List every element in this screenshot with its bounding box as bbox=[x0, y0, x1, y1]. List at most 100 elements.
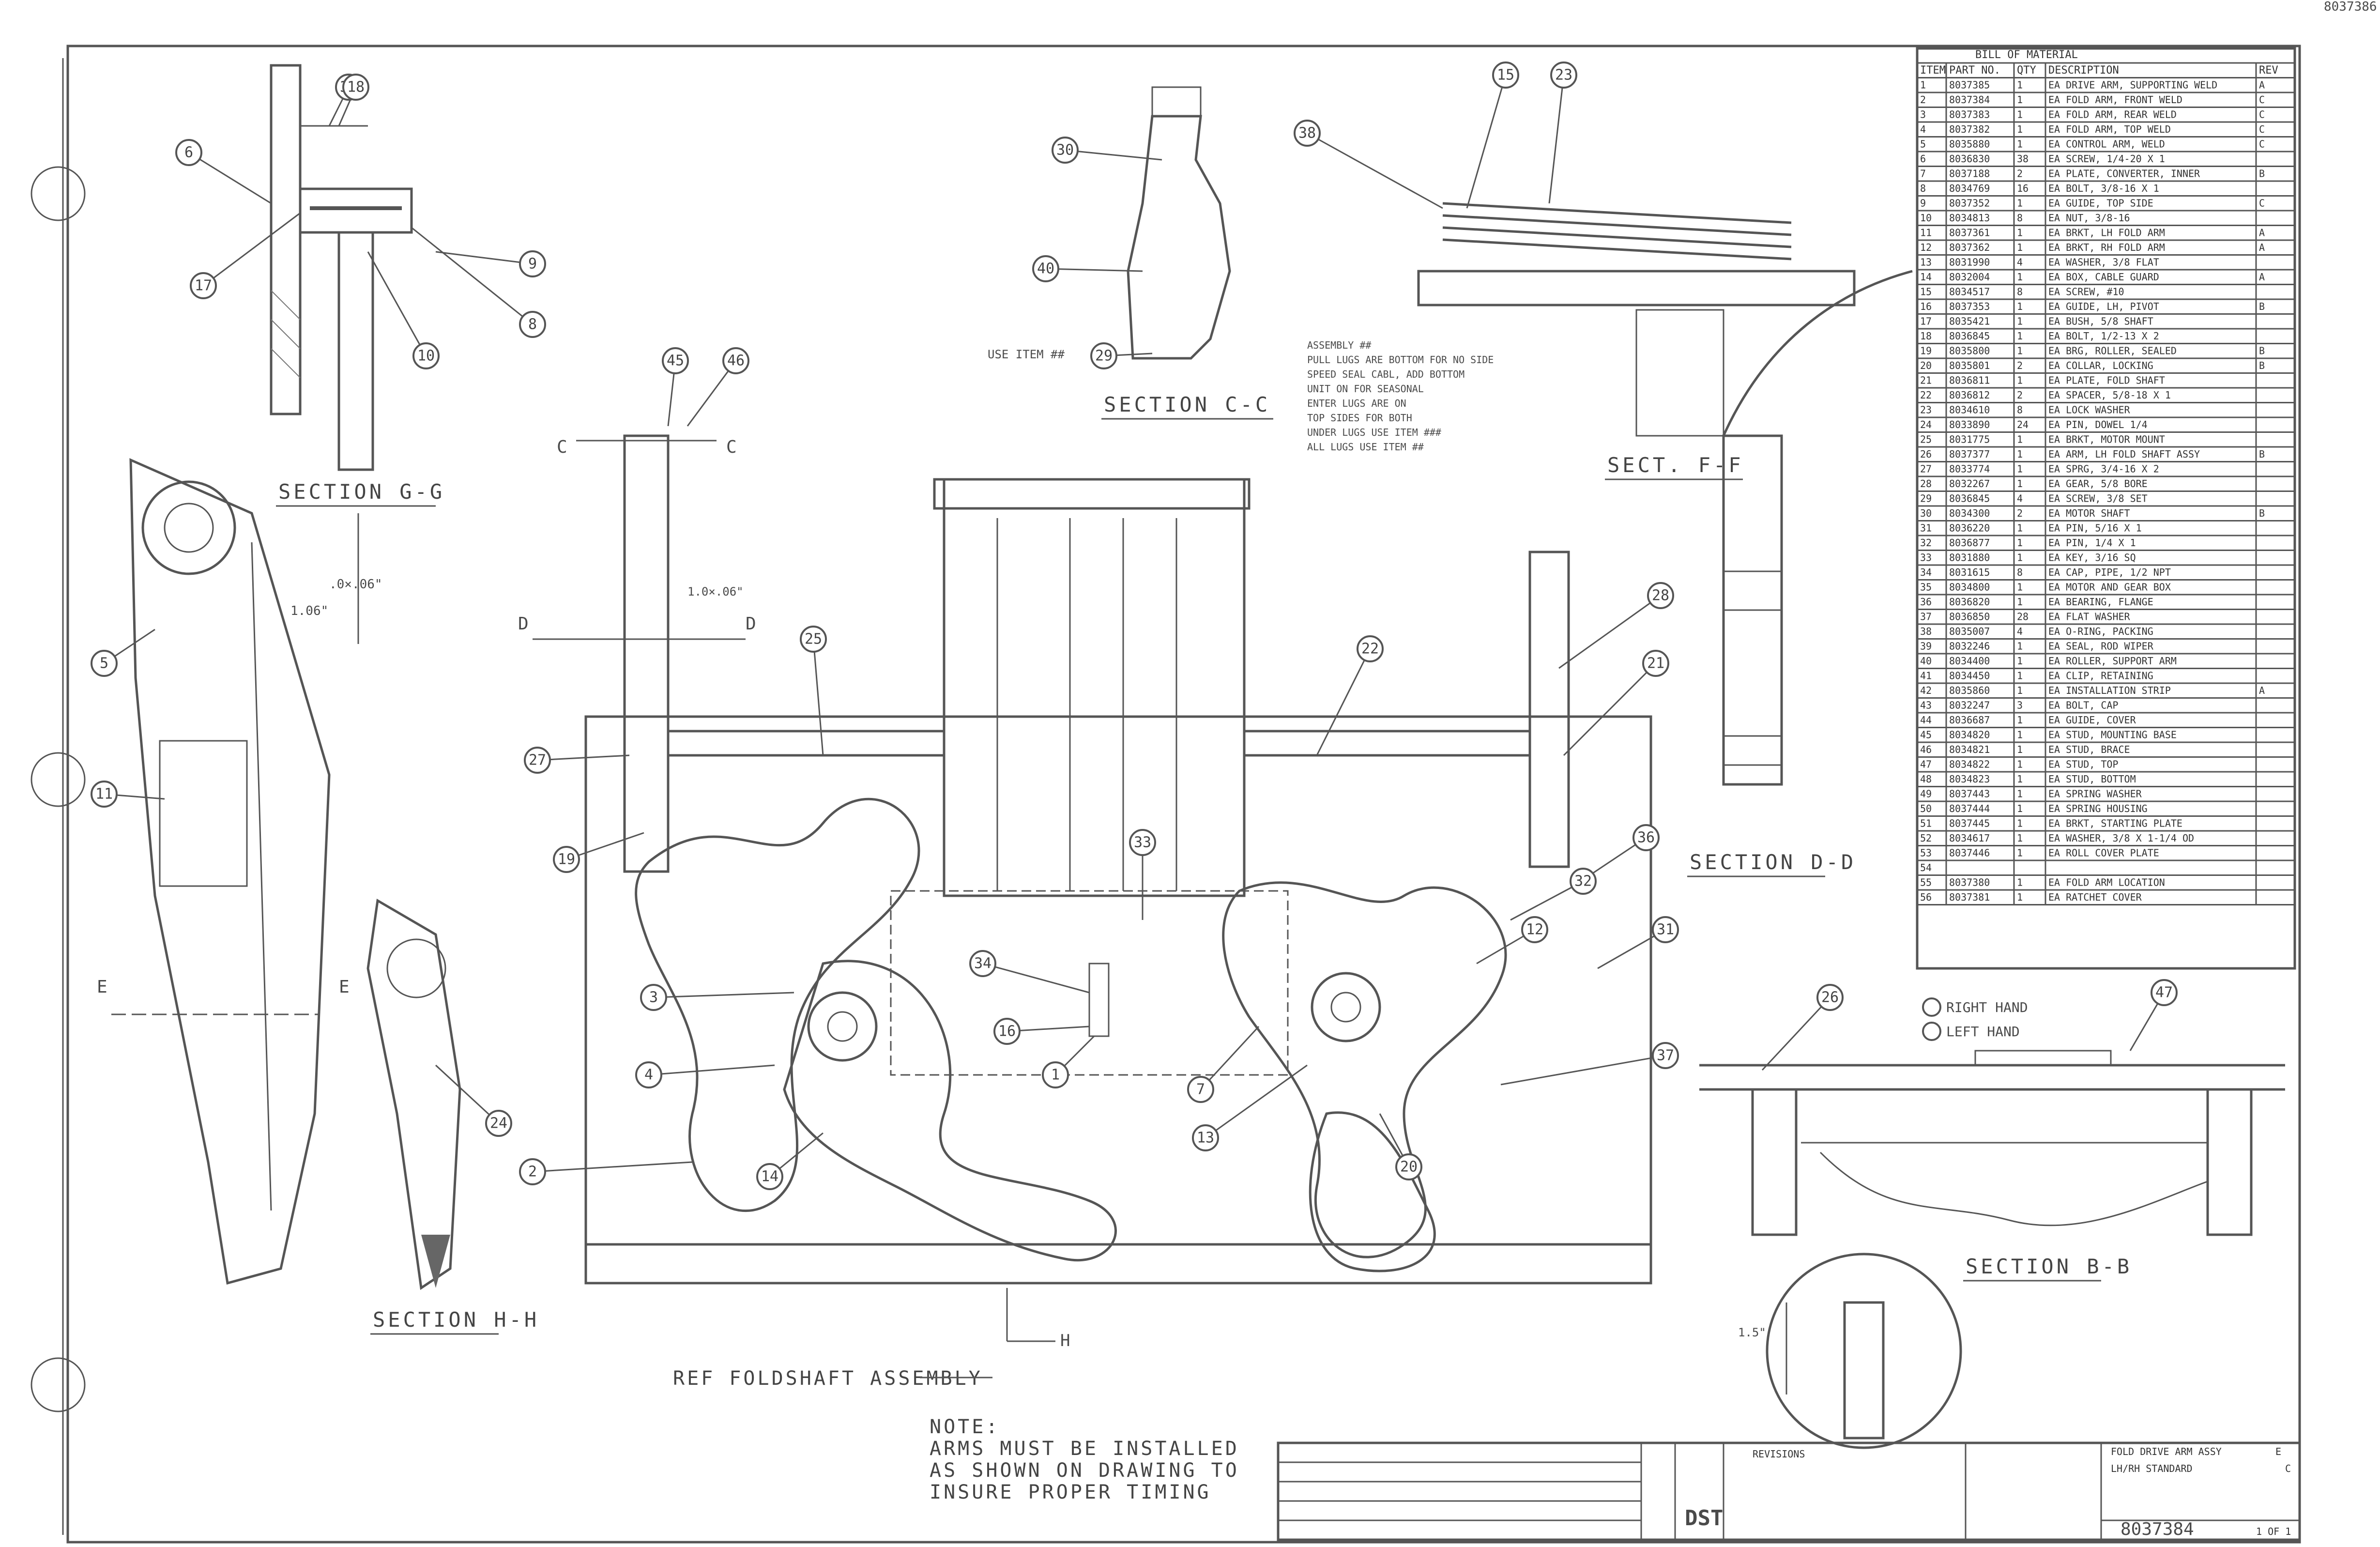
bom-cell-19-1: 8035801 bbox=[1949, 360, 1990, 371]
callout-leader-c18 bbox=[1316, 648, 1371, 756]
bom-cell-52-1: 8037446 bbox=[1949, 847, 1990, 859]
callout-number-c20: 21 bbox=[1647, 655, 1664, 672]
bom-cell-38-2: 1 bbox=[2017, 641, 2023, 652]
section-d-d-label: SECTION D-D bbox=[1690, 850, 1856, 874]
bom-cell-3-0: 4 bbox=[1920, 123, 1926, 135]
bom-cell-34-3: EA MOTOR AND GEAR BOX bbox=[2048, 582, 2171, 593]
bom-cell-11-3: EA BRKT, RH FOLD ARM bbox=[2048, 242, 2165, 253]
bom-cell-35-1: 8036820 bbox=[1949, 596, 1990, 608]
f-cable-2 bbox=[1442, 214, 1792, 236]
callout-number-c19: 28 bbox=[1652, 587, 1669, 604]
tb-size: E bbox=[2275, 1446, 2281, 1457]
bom-cell-35-0: 36 bbox=[1920, 596, 1932, 608]
callout-bubble-c27 bbox=[993, 1018, 1021, 1045]
bom-cell-48-3: EA SPRING WASHER bbox=[2048, 788, 2142, 800]
right-post bbox=[1528, 551, 1570, 868]
bom-cell-18-4: B bbox=[2259, 345, 2265, 357]
bom-cell-49-1: 8037444 bbox=[1949, 803, 1990, 814]
dim-d: 1.5" bbox=[1738, 1326, 1766, 1339]
bom-cell-47-3: EA STUD, BOTTOM bbox=[2048, 773, 2136, 785]
callout-number-c6: 18 bbox=[347, 79, 365, 96]
bom-cell-55-0: 56 bbox=[1920, 891, 1932, 903]
main-frame bbox=[584, 715, 1652, 1246]
bom-cell-6-0: 7 bbox=[1920, 168, 1926, 180]
left-hub-outer bbox=[807, 991, 878, 1062]
bom-cell-27-0: 28 bbox=[1920, 478, 1932, 490]
bom-cell-4-2: 1 bbox=[2017, 138, 2023, 150]
bom-cell-8-4: C bbox=[2259, 198, 2265, 209]
bom-cell-40-0: 41 bbox=[1920, 670, 1932, 682]
left-hub-inner bbox=[827, 1011, 858, 1042]
bom-cell-28-0: 29 bbox=[1920, 493, 1932, 505]
bom-cell-25-4: B bbox=[2259, 448, 2265, 460]
bom-cell-9-2: 8 bbox=[2017, 212, 2023, 224]
bom-cell-47-2: 1 bbox=[2017, 773, 2023, 785]
callout-leader-c41 bbox=[1761, 996, 1831, 1071]
callout-number-c9: 24 bbox=[490, 1115, 507, 1132]
small-note-line-6: TOP SIDES FOR BOTH bbox=[1307, 412, 1412, 424]
c-body bbox=[1127, 115, 1231, 360]
bom-cell-4-0: 5 bbox=[1920, 138, 1926, 150]
bom-cell-7-1: 8034769 bbox=[1949, 183, 1990, 194]
bom-cell-31-1: 8036877 bbox=[1949, 537, 1990, 549]
bom-cell-11-4: A bbox=[2259, 242, 2265, 253]
bom-cell-11-1: 8037362 bbox=[1949, 242, 1990, 253]
bom-cell-26-1: 8033774 bbox=[1949, 463, 1990, 475]
callout-leader-c15 bbox=[566, 832, 644, 860]
bom-cell-19-0: 20 bbox=[1920, 360, 1932, 371]
main-assembly-view: C C D D 1.0×.06" H REF FOLDSHAFT ASSEMBL… bbox=[518, 434, 1652, 1390]
callout-leader-c10 bbox=[1065, 149, 1162, 161]
cut-letter-h: H bbox=[1060, 1331, 1070, 1350]
note-title: NOTE: bbox=[930, 1416, 1000, 1438]
bom-cell-6-2: 2 bbox=[2017, 168, 2023, 180]
bom-cell-46-0: 47 bbox=[1920, 759, 1932, 770]
bom-cell-2-1: 8037383 bbox=[1949, 109, 1990, 121]
bom-cell-43-2: 1 bbox=[2017, 714, 2023, 726]
bom-cell-21-0: 22 bbox=[1920, 389, 1932, 401]
callout-number-c40: 38 bbox=[1298, 125, 1316, 142]
callout-bubble-c13 bbox=[662, 347, 689, 374]
bom-cell-40-2: 1 bbox=[2017, 670, 2023, 682]
callout-number-c3: 8 bbox=[528, 316, 537, 333]
dr-ring-top bbox=[1723, 570, 1783, 611]
bom-cell-32-3: EA KEY, 3/16 SQ bbox=[2048, 552, 2136, 564]
bom-cell-24-2: 1 bbox=[2017, 434, 2023, 445]
callout-number-c38: 15 bbox=[1497, 67, 1514, 84]
section-h-h-label: SECTION H-H bbox=[373, 1308, 539, 1332]
bom-cell-49-0: 50 bbox=[1920, 803, 1932, 814]
main-base bbox=[584, 1243, 1652, 1285]
bom-cell-26-2: 1 bbox=[2017, 463, 2023, 475]
bom-cell-19-4: B bbox=[2259, 360, 2265, 371]
callout-bubble-c25 bbox=[1129, 829, 1156, 856]
g-hatch-2 bbox=[271, 319, 301, 349]
drill-tag: USE ITEM ## bbox=[988, 348, 1065, 361]
callout-bubble-c12 bbox=[1090, 342, 1117, 369]
callout-bubble-c34 bbox=[1652, 1042, 1679, 1069]
callout-bubbles: 3568171018511243040294546192725222821324… bbox=[91, 61, 2178, 1190]
callout-number-c22: 2 bbox=[528, 1164, 537, 1180]
bom-cell-29-4: B bbox=[2259, 507, 2265, 519]
callout-number-c26: 34 bbox=[974, 955, 992, 972]
callout-bubble-c40 bbox=[1294, 120, 1321, 147]
bom-cell-35-3: EA BEARING, FLANGE bbox=[2048, 596, 2153, 608]
bom-cell-42-2: 3 bbox=[2017, 700, 2023, 711]
section-c-c-view: SECTION C-C USE ITEM ## bbox=[988, 86, 1273, 420]
small-note-block: ASSEMBLY ## PULL LUGS ARE BOTTOM FOR NO … bbox=[1307, 339, 1494, 453]
bom-cell-21-3: EA SPACER, 5/8-18 X 1 bbox=[2048, 389, 2171, 401]
callout-bubble-c7 bbox=[91, 650, 118, 677]
c-cap bbox=[1151, 86, 1202, 117]
callout-number-c33: 31 bbox=[1657, 921, 1674, 938]
section-f-f-label: SECT. F-F bbox=[1607, 453, 1744, 477]
bom-cell-12-0: 13 bbox=[1920, 257, 1932, 268]
bom-cell-22-0: 23 bbox=[1920, 404, 1932, 416]
bom-cell-49-3: EA SPRING HOUSING bbox=[2048, 803, 2148, 814]
callout-leader-c9 bbox=[435, 1064, 500, 1124]
callout-bubble-c14 bbox=[722, 347, 749, 374]
bom-cell-36-0: 37 bbox=[1920, 611, 1932, 623]
bom-cell-23-1: 8033890 bbox=[1949, 419, 1990, 430]
callout-bubble-c31 bbox=[1192, 1124, 1219, 1151]
dim-b: 1.06" bbox=[290, 604, 328, 618]
bom-cell-55-1: 8037381 bbox=[1949, 891, 1990, 903]
